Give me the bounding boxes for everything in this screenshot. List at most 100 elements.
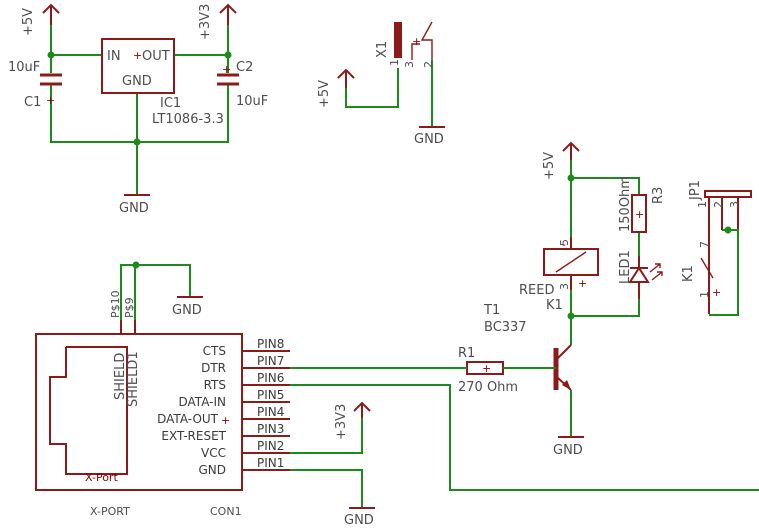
plus5v-label-relay: +5V xyxy=(542,152,557,180)
c1-value: 10uF xyxy=(8,60,40,75)
c2-value: 10uF xyxy=(236,94,268,109)
led1-name: LED1 xyxy=(618,250,633,284)
xport-shield1-label: SHIELD1 xyxy=(126,351,141,407)
vcc-to-3v3-wire xyxy=(290,418,363,454)
xport-pin-data-out-label: DATA-OUT xyxy=(157,412,219,426)
xport-pin-rts-label: RTS xyxy=(204,378,226,392)
c1-name: C1 xyxy=(24,95,41,110)
plus5v-supply-symbol-regulator xyxy=(42,3,60,25)
jp1-pin3-label: 3 xyxy=(728,201,741,208)
reed-minus-mark: - xyxy=(562,238,566,251)
plus5v-label-regulator: +5V xyxy=(21,8,36,36)
xport-con1-name: CON1 xyxy=(210,505,242,518)
regulator-value: LT1086-3.3 xyxy=(152,112,224,127)
gnd-label-regulator: GND xyxy=(119,201,149,216)
xport-pin-gnd-label: GND xyxy=(198,463,226,477)
transistor-t1-symbol xyxy=(553,344,572,391)
jack-pin1-label: 1 xyxy=(388,59,401,66)
xport-pin-data-in-label: DATA-IN xyxy=(179,395,227,409)
c2-name: C2 xyxy=(236,60,253,75)
plus5v-supply-symbol-jack xyxy=(337,68,355,88)
xport-pin-vcc-label: VCC xyxy=(201,446,226,460)
led1-symbol xyxy=(628,256,663,299)
jack-x1-symbol xyxy=(394,21,433,60)
gnd-label-jack: GND xyxy=(414,132,444,147)
regulator-name: IC1 xyxy=(160,96,181,111)
reed-plus-mark: + xyxy=(578,277,587,290)
c1-plus-mark: + xyxy=(46,94,55,107)
junction xyxy=(567,174,575,182)
k1-switch-pin1-label: 1 xyxy=(698,291,711,298)
regulator-ic1-body xyxy=(101,38,175,94)
xport-pin7-number: PIN7 xyxy=(257,354,284,368)
xport-part-label: X-PORT xyxy=(90,505,130,518)
jack-pin3-label: 3 xyxy=(403,61,416,68)
plus5v-supply-symbol-relay xyxy=(562,141,580,160)
plus3v3-supply-symbol-regulator xyxy=(219,3,237,25)
resistor-r3-symbol xyxy=(631,194,647,233)
xport-pin-dtr-label: DTR xyxy=(201,361,226,375)
gnd-label-xport: GND xyxy=(344,513,374,528)
xport-pad-p10-label: P$10 xyxy=(109,290,122,318)
xport-pin-ext-reset-label: EXT-RESET xyxy=(161,429,226,443)
xport-pin-cts-label: CTS xyxy=(203,344,226,358)
r3-plus-mark: + xyxy=(635,208,644,221)
xport-pin5-number: PIN5 xyxy=(257,388,284,402)
xport-pads xyxy=(120,320,136,334)
xport-pin2-number: PIN2 xyxy=(257,439,284,453)
regulator-plus-mark: + xyxy=(133,49,142,62)
junction xyxy=(132,261,140,269)
xport-plus-mark: + xyxy=(221,414,230,427)
r3-name: R3 xyxy=(651,187,666,204)
rts-to-k1-wire xyxy=(290,384,759,491)
jack-pin2-label: 2 xyxy=(422,61,435,68)
xport-pin8-number: PIN8 xyxy=(257,337,284,351)
jp1-name: JP1 xyxy=(688,180,703,201)
k1-switch-pin7-label: 7 xyxy=(698,241,711,248)
t1-value: BC337 xyxy=(484,320,527,335)
reed-label: REED xyxy=(519,283,554,298)
gnd-to-ground-wire xyxy=(290,469,363,508)
jumper-wire xyxy=(709,229,739,316)
junction xyxy=(224,51,232,59)
reed-pin3-label: 3 xyxy=(558,283,571,290)
regulator-in-label: IN xyxy=(107,49,121,64)
xport-con1-body xyxy=(35,333,243,491)
k1-switch-name: K1 xyxy=(681,265,696,282)
regulator-out-label: OUT xyxy=(142,49,170,64)
jack-name: X1 xyxy=(375,41,390,58)
plus3v3-label-regulator: +3V3 xyxy=(198,4,213,40)
jp1-pin1-label: 1 xyxy=(696,201,709,208)
r1-plus-mark: + xyxy=(482,362,491,375)
xport-inner-label: X-Port xyxy=(85,471,118,484)
gnd-label-shield: GND xyxy=(172,303,202,318)
reed-name: K1 xyxy=(546,298,563,313)
junction xyxy=(724,226,732,234)
jack-wire-pin1 xyxy=(345,68,399,108)
xport-shield-wire xyxy=(120,264,191,320)
junction xyxy=(567,312,575,320)
capacitor-c1-symbol xyxy=(40,73,62,86)
capacitor-c2-symbol xyxy=(217,73,239,86)
junction xyxy=(47,51,55,59)
r1-name: R1 xyxy=(458,346,475,361)
reed-relay-k1-coil xyxy=(543,237,599,290)
jp1-pin2-label: 2 xyxy=(712,201,725,208)
plus3v3-supply-symbol-xport xyxy=(353,401,371,418)
xport-pin3-number: PIN3 xyxy=(257,422,284,436)
xport-pin6-number: PIN6 xyxy=(257,371,284,385)
xport-pad-p9-label: P$9 xyxy=(123,297,136,318)
xport-shield-label: SHIELD xyxy=(113,353,128,400)
xport-pin4-number: PIN4 xyxy=(257,405,284,419)
xport-pin-leads xyxy=(242,350,290,471)
reed-pin5-label: 5 xyxy=(558,239,571,246)
plus5v-label-jack: +5V xyxy=(317,80,332,108)
t1-name: T1 xyxy=(483,303,500,318)
gnd-label-transistor: GND xyxy=(553,443,583,458)
k1-switch-plus-mark: + xyxy=(712,286,721,299)
xport-rj45-outline xyxy=(49,346,128,475)
xport-pin1-number: PIN1 xyxy=(257,456,284,470)
r3-value: 150Ohm xyxy=(618,176,633,232)
